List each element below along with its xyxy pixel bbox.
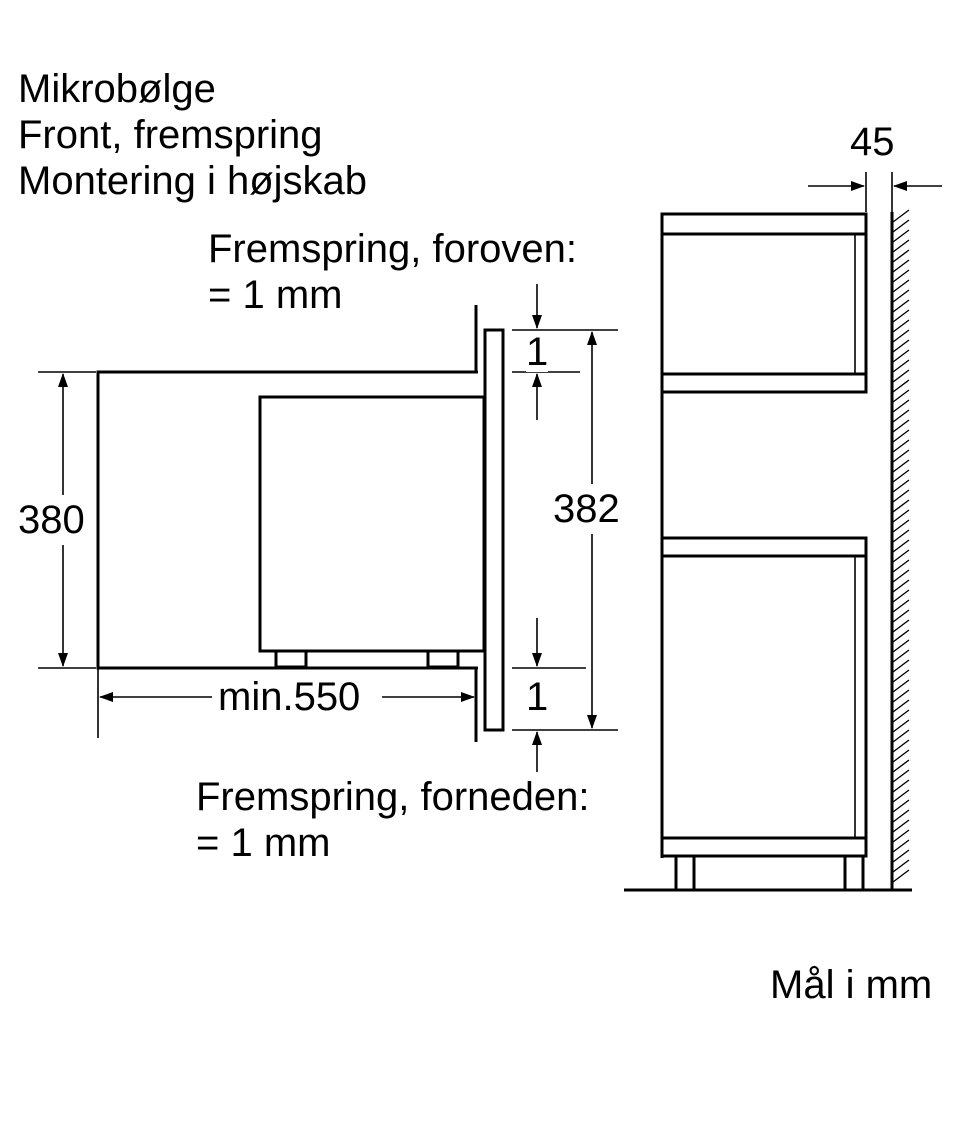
hatch-stroke [892, 209, 910, 223]
hatch-stroke [892, 539, 910, 553]
hatch-stroke [892, 259, 910, 273]
hatch-stroke [892, 239, 910, 253]
hatch-stroke [892, 489, 910, 503]
hatch-stroke [892, 339, 910, 353]
hatch-stroke [892, 779, 910, 793]
shelf-upper-bottom [660, 372, 868, 394]
hatch-stroke [892, 379, 910, 393]
hatch-stroke [892, 639, 910, 653]
note-bottom: Fremspring, forneden: = 1 mm [196, 774, 590, 866]
microwave-foot-left [274, 649, 308, 669]
hatch-stroke [892, 769, 910, 783]
hatch-stroke [892, 559, 910, 573]
hatch-stroke [892, 839, 910, 853]
hatch-stroke [892, 739, 910, 753]
hatch-stroke [892, 709, 910, 723]
hatch-stroke [892, 649, 910, 663]
note-bottom-line-2: = 1 mm [196, 821, 331, 865]
hatch-stroke [892, 469, 910, 483]
hatch-stroke [892, 289, 910, 303]
hatch-stroke [892, 869, 910, 883]
hatch-stroke [892, 229, 910, 243]
title-line-1: Mikrobølge [18, 67, 216, 111]
dim-label-382: 382 [553, 487, 620, 531]
hatch-stroke [892, 349, 910, 363]
hatch-stroke [892, 359, 910, 373]
units-note: Mål i mm [770, 963, 933, 1007]
shelf-lower-top [660, 536, 868, 558]
hatch-stroke [892, 219, 910, 233]
hatch-stroke [892, 499, 910, 513]
dim-label-380: 380 [18, 498, 85, 542]
hatch-stroke [892, 399, 910, 413]
note-bottom-line-1: Fremspring, forneden: [196, 775, 590, 819]
hatch-stroke [892, 629, 910, 643]
hatch-stroke [892, 819, 910, 833]
hatch-stroke [892, 659, 910, 673]
hatch-stroke [892, 809, 910, 823]
note-top-line-2: = 1 mm [208, 273, 343, 317]
hatch-stroke [892, 309, 910, 323]
hatch-stroke [892, 829, 910, 843]
hatch-stroke [892, 389, 910, 403]
hatch-stroke [892, 569, 910, 583]
hatch-stroke [892, 679, 910, 693]
microwave-foot-right [426, 649, 460, 669]
dim-label-550: min.550 [218, 675, 361, 719]
plinth-foot-right [843, 854, 865, 892]
hatch-stroke [892, 579, 910, 593]
hatch-stroke [892, 249, 910, 263]
dim-label-bottom-1: 1 [526, 675, 549, 719]
hatch-stroke [892, 479, 910, 493]
hatch-stroke [892, 279, 910, 293]
hatch-stroke [892, 789, 910, 803]
shelf-top [660, 212, 868, 236]
side-view [38, 284, 618, 772]
hatch-stroke [892, 749, 910, 763]
hatch-stroke [892, 689, 910, 703]
hatch-stroke [892, 429, 910, 443]
hatch-stroke [892, 549, 910, 563]
wall-hatching [892, 209, 910, 883]
title-line-2: Front, fremspring [18, 113, 323, 157]
note-top-line-1: Fremspring, foroven: [208, 227, 578, 271]
microwave-front-panel [483, 328, 505, 732]
hatch-stroke [892, 859, 910, 873]
hatch-stroke [892, 669, 910, 683]
hatch-stroke [892, 409, 910, 423]
hatch-stroke [892, 439, 910, 453]
hatch-stroke [892, 759, 910, 773]
microwave-body [258, 395, 486, 653]
hatch-stroke [892, 269, 910, 283]
shelf-bottom [660, 836, 868, 858]
hatch-stroke [892, 619, 910, 633]
hatch-stroke [892, 599, 910, 613]
note-top: Fremspring, foroven: = 1 mm [208, 226, 577, 318]
cabinet-view [624, 172, 942, 892]
hatch-stroke [892, 319, 910, 333]
dim-label-top-1: 1 [526, 330, 549, 374]
hatch-stroke [892, 799, 910, 813]
hatch-stroke [892, 329, 910, 343]
hatch-stroke [892, 299, 910, 313]
hatch-stroke [892, 519, 910, 533]
hatch-stroke [892, 729, 910, 743]
hatch-stroke [892, 589, 910, 603]
hatch-stroke [892, 529, 910, 543]
hatch-stroke [892, 719, 910, 733]
hatch-stroke [892, 699, 910, 713]
dim-label-45: 45 [850, 120, 895, 164]
hatch-stroke [892, 849, 910, 863]
title-line-3: Montering i højskab [18, 159, 368, 203]
title-block: Mikrobølge Front, fremspring Montering i… [18, 66, 367, 204]
hatch-stroke [892, 449, 910, 463]
hatch-stroke [892, 459, 910, 473]
hatch-stroke [892, 419, 910, 433]
hatch-stroke [892, 609, 910, 623]
hatch-stroke [892, 509, 910, 523]
hatch-stroke [892, 369, 910, 383]
plinth-foot-left [674, 854, 696, 892]
